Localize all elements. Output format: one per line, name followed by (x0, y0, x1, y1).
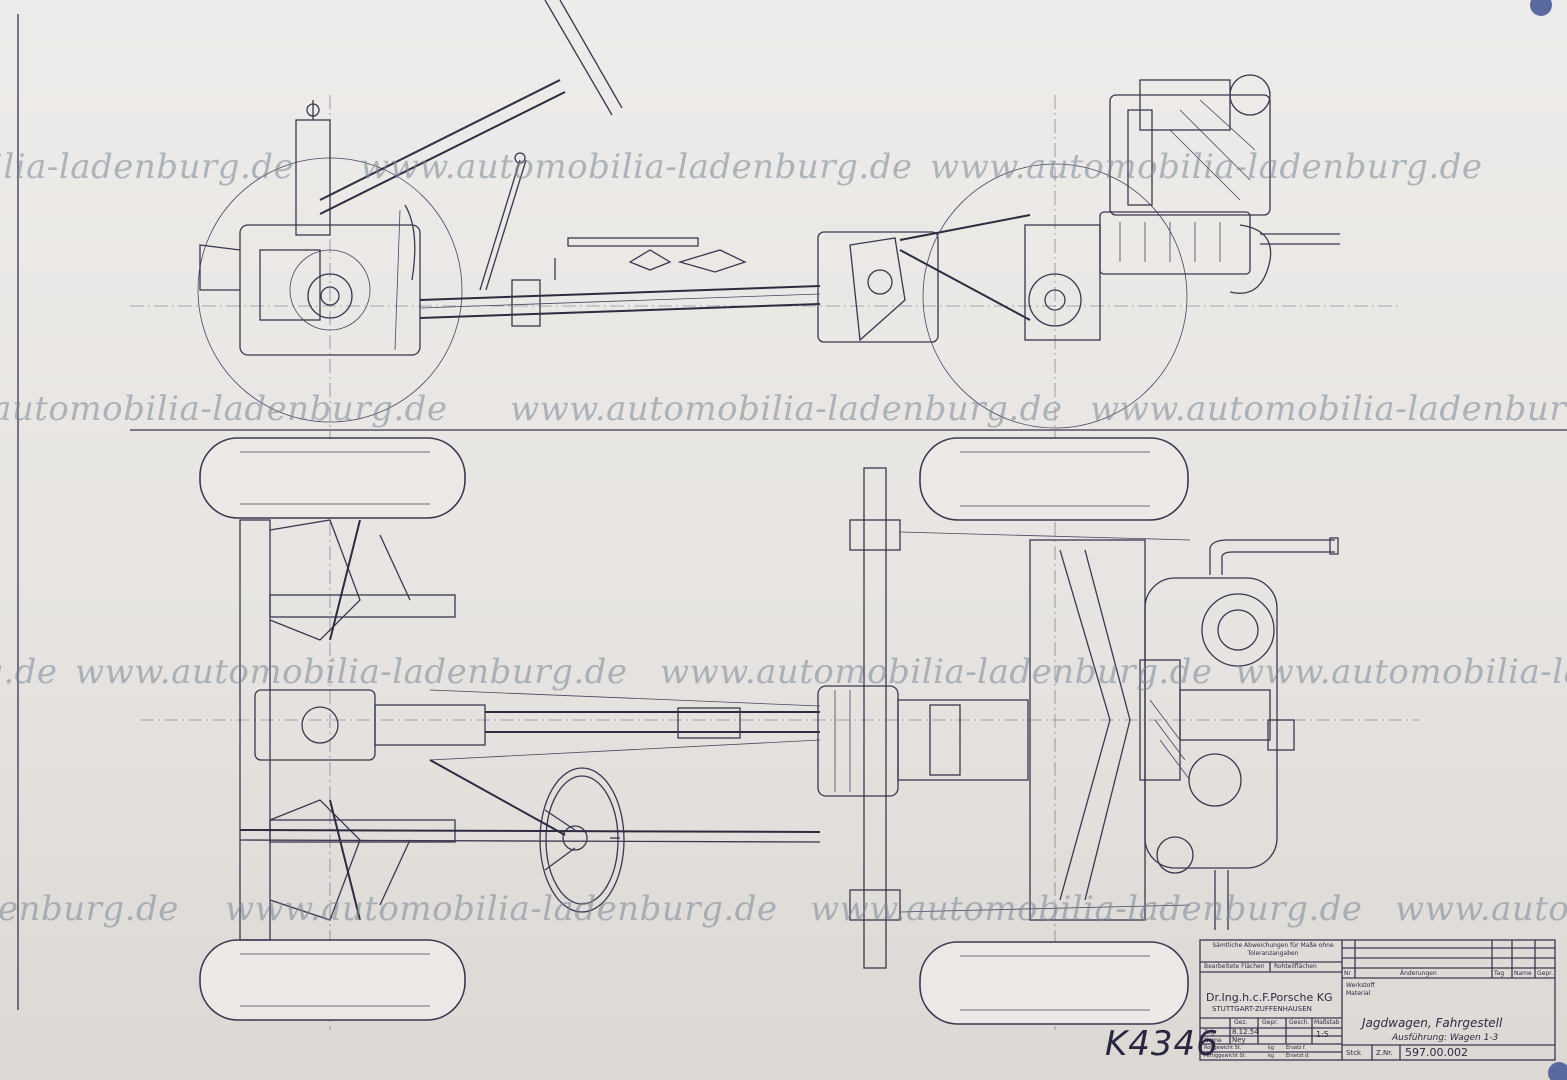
front-left-tyre (199, 437, 466, 519)
fertiggewicht-label: Fertiggewicht St. (1204, 1053, 1247, 1059)
watermark-9: www.automobilia-ladenburg.de (660, 652, 1213, 692)
rear-wheel-side (922, 163, 1188, 429)
row-massstab: Maßstab (1314, 1019, 1340, 1026)
steering-wheel-plan (539, 767, 625, 913)
engine-side (1099, 74, 1271, 275)
watermark-13: www.automobilia-ladenburg.de (810, 889, 1363, 929)
drawing-number: 597.00.002 (1405, 1046, 1468, 1059)
kg-unit-2: kg (1268, 1053, 1275, 1059)
tolerance-note: Sämtliche Abweichungen für Maße ohne Tol… (1212, 942, 1334, 957)
exhaust-side (1229, 224, 1272, 294)
front-right-tyre (199, 939, 466, 1021)
rear-cross-tube (863, 467, 887, 969)
plan-view (140, 437, 1420, 1030)
watermark-11: enburg.de (0, 889, 179, 929)
znr-label: Z.Nr. (1376, 1049, 1393, 1057)
stck-label: Stck (1346, 1049, 1362, 1057)
company-location: STUTTGART-ZUFFENHAUSEN (1212, 1005, 1312, 1013)
watermark-7: www.automobilia-ladenburg.de (0, 652, 58, 692)
row-gez: Gez. (1234, 1019, 1248, 1026)
col-changes: Änderungen (1400, 970, 1437, 977)
row-tag: Tag (1204, 1029, 1215, 1036)
watermark-8: www.automobilia-ladenburg.de (75, 652, 628, 692)
transaxle-side (817, 231, 939, 343)
col-name: Name (1514, 970, 1532, 977)
col-gepr: Gepr. (1537, 970, 1553, 977)
archive-number: K4346 (1105, 1024, 1219, 1064)
company-name: Dr.Ing.h.c.F.Porsche KG (1206, 991, 1333, 1004)
col-tag: Tag (1494, 970, 1505, 977)
watermark-1: ilia-ladenburg.de (0, 147, 295, 187)
watermark-10: www.automobilia-ladenburg.de (1235, 652, 1567, 692)
werkstoff-label: Werkstoff (1346, 982, 1375, 989)
title-block-grid (1199, 939, 1556, 1061)
front-axle (239, 519, 271, 941)
row-gesch: Gesch. (1289, 1019, 1310, 1026)
engine-plan (1139, 577, 1295, 874)
rear-right-tyre (919, 941, 1189, 1025)
row-gepr: Gepr. (1262, 1019, 1278, 1026)
drawing-execution: Ausführung: Wagen 1-3 (1392, 1033, 1499, 1043)
watermark-3: www.automobilia-ladenburg.de (930, 147, 1483, 187)
ersatz-label: Ersatz f. (1286, 1045, 1307, 1051)
rear-left-tyre (919, 437, 1189, 521)
watermark-4: www.automobilia-ladenburg.de (0, 389, 448, 429)
drawing-title: Jagdwagen, Fahrgestell (1362, 1016, 1503, 1030)
col-nr: Nr (1344, 970, 1351, 977)
machined-surfaces: Bearbeitete Flächen (1204, 963, 1265, 970)
pushpin-bottom-right (1548, 1062, 1567, 1080)
drawing-date: 8.12.54 (1232, 1028, 1259, 1036)
watermark-14: www.automobilia- (1395, 889, 1567, 929)
side-view (130, 0, 1400, 440)
raw-surfaces: Rohteilflächen (1274, 963, 1317, 970)
watermark-2: www.automobilia-ladenburg.de (360, 147, 913, 187)
pushpin-top-right (1530, 0, 1552, 16)
exhaust-plan (1209, 539, 1335, 575)
rohgewicht-label: Rohgewicht St. (1204, 1045, 1242, 1051)
watermark-5: www.automobilia-ladenburg.de (510, 389, 1063, 429)
material-label: Material (1346, 990, 1371, 997)
watermark-6: www.automobilia-ladenburg.de (1090, 389, 1567, 429)
row-name: Name (1204, 1037, 1222, 1044)
ersetzt-label: Ersetzt d. (1286, 1053, 1310, 1059)
drafter-name: Ney (1232, 1036, 1246, 1044)
kg-unit-1: kg (1268, 1045, 1275, 1051)
watermark-12: www.automobilia-ladenburg.de (225, 889, 778, 929)
drawing-scale: 1:5 (1316, 1030, 1329, 1039)
